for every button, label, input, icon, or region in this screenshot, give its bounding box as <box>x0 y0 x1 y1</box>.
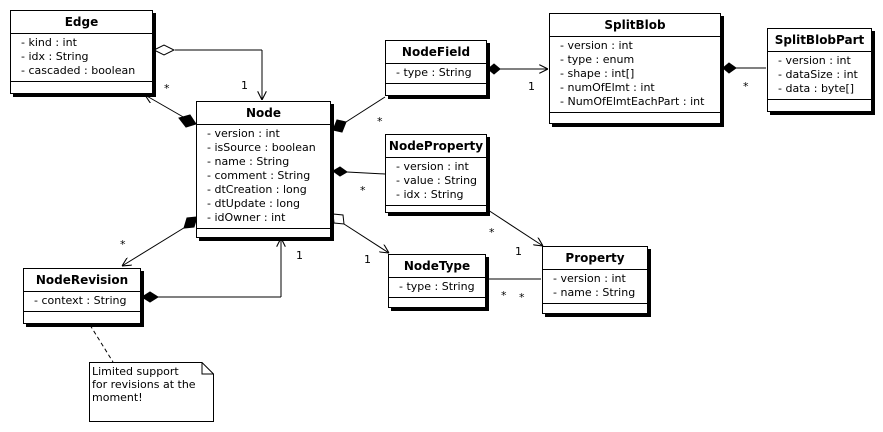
attribute: - version : int <box>207 127 280 140</box>
class-name: SplitBlob <box>550 14 720 37</box>
class-splitblobpart[interactable]: SplitBlobPart - version : int - dataSize… <box>767 28 872 112</box>
class-name: Edge <box>11 11 152 34</box>
class-operations <box>386 206 486 214</box>
multiplicity-label: * <box>501 289 507 302</box>
class-splitblob[interactable]: SplitBlob - version : int - type : enum … <box>549 13 721 124</box>
class-noderevision[interactable]: NodeRevision - context : String <box>23 268 141 324</box>
multiplicity-label: 1 <box>241 79 248 92</box>
class-attributes: - type : String <box>386 64 486 84</box>
class-attributes: - version : int - isSource : boolean - n… <box>197 125 330 229</box>
class-name: Property <box>543 247 647 270</box>
attribute: - comment : String <box>207 169 311 182</box>
attribute: - version : int <box>560 39 633 52</box>
multiplicity-label: * <box>743 80 749 93</box>
composition-diamond <box>487 63 501 75</box>
multiplicity-label: * <box>120 238 126 251</box>
class-operations <box>386 84 486 92</box>
class-attributes: - version : int - dataSize : int - data … <box>768 52 871 100</box>
attribute: - dtCreation : long <box>207 183 307 196</box>
note-anchor-line <box>89 324 114 363</box>
class-nodetype[interactable]: NodeType - type : String <box>388 254 486 308</box>
class-name: NodeRevision <box>24 269 140 292</box>
attribute: - dataSize : int <box>778 68 858 81</box>
node-noderevision-composition <box>122 225 188 266</box>
multiplicity-label: * <box>519 291 525 304</box>
class-edge[interactable]: Edge - kind : int - idx : String - casca… <box>10 10 153 94</box>
attribute: - version : int <box>553 272 626 285</box>
node-nodefield-composition <box>345 96 386 123</box>
attribute: - version : int <box>778 54 851 67</box>
class-name: SplitBlobPart <box>768 29 871 52</box>
attribute: - kind : int <box>21 36 77 49</box>
class-nodefield[interactable]: NodeField - type : String <box>385 40 487 96</box>
class-operations <box>543 304 647 312</box>
class-operations <box>550 113 720 121</box>
class-name: NodeProperty <box>386 135 486 158</box>
composition-diamond <box>178 114 197 128</box>
class-name: Node <box>197 102 330 125</box>
class-operations <box>389 298 485 306</box>
class-attributes: - context : String <box>24 292 140 312</box>
attribute: - cascaded : boolean <box>21 64 136 77</box>
note-line: moment! <box>92 391 143 404</box>
attribute: - name : String <box>207 155 290 168</box>
node-nodetype-aggregation <box>343 223 389 253</box>
multiplicity-label: * <box>489 226 495 239</box>
class-node[interactable]: Node - version : int - isSource : boolea… <box>196 101 331 238</box>
attribute: - idOwner : int <box>207 211 286 224</box>
attribute: - type : String <box>399 280 475 293</box>
note-text: Limited support for revisions at the mom… <box>92 365 210 404</box>
multiplicity-label: * <box>164 82 170 95</box>
multiplicity-label: * <box>360 184 366 197</box>
class-attributes: - version : int - name : String <box>543 270 647 304</box>
class-nodeproperty[interactable]: NodeProperty - version : int - value : S… <box>385 134 487 213</box>
attribute: - numOfElmt : int <box>560 81 655 94</box>
aggregation-diamond <box>332 213 345 225</box>
attribute: - version : int <box>396 160 469 173</box>
class-property[interactable]: Property - version : int - name : String <box>542 246 648 314</box>
class-operations <box>11 82 152 90</box>
attribute: - isSource : boolean <box>207 141 316 154</box>
class-attributes: - version : int - value : String - idx :… <box>386 158 486 206</box>
composition-diamond <box>722 62 737 74</box>
attribute: - name : String <box>553 286 636 299</box>
composition-diamond <box>332 166 348 177</box>
class-operations <box>768 100 871 108</box>
aggregation-diamond <box>152 44 176 56</box>
attribute: - dtUpdate : long <box>207 197 301 210</box>
class-attributes: - kind : int - idx : String - cascaded :… <box>11 34 152 82</box>
node-nodeproperty-composition <box>346 171 386 175</box>
attribute: - data : byte[] <box>778 82 855 95</box>
attribute: - type : enum <box>560 53 635 66</box>
multiplicity-label: * <box>377 115 383 128</box>
class-name: NodeType <box>389 255 485 278</box>
attribute: - idx : String <box>396 188 464 201</box>
note-line: for revisions at the <box>92 378 196 391</box>
class-operations <box>24 312 140 320</box>
composition-diamond <box>332 119 347 133</box>
attribute: - NumOfElmtEachPart : int <box>560 95 705 108</box>
class-attributes: - type : String <box>389 278 485 298</box>
class-attributes: - version : int - type : enum - shape : … <box>550 37 720 113</box>
attribute: - shape : int[] <box>560 67 635 80</box>
multiplicity-label: 1 <box>515 245 522 258</box>
composition-diamond <box>141 291 159 303</box>
note-box: Limited support for revisions at the mom… <box>89 362 214 422</box>
attribute: - type : String <box>396 66 472 79</box>
class-operations <box>197 229 330 237</box>
class-name: NodeField <box>386 41 486 64</box>
node-edge-composition <box>145 95 186 119</box>
nodeproperty-property-association <box>487 209 543 246</box>
multiplicity-label: 1 <box>296 249 303 262</box>
multiplicity-label: 1 <box>364 253 371 266</box>
multiplicity-label: 1 <box>528 80 535 93</box>
composition-diamond <box>183 216 198 229</box>
note-line: Limited support <box>92 365 179 378</box>
attribute: - context : String <box>34 294 127 307</box>
attribute: - value : String <box>396 174 478 187</box>
attribute: - idx : String <box>21 50 89 63</box>
note-shape <box>89 362 214 422</box>
